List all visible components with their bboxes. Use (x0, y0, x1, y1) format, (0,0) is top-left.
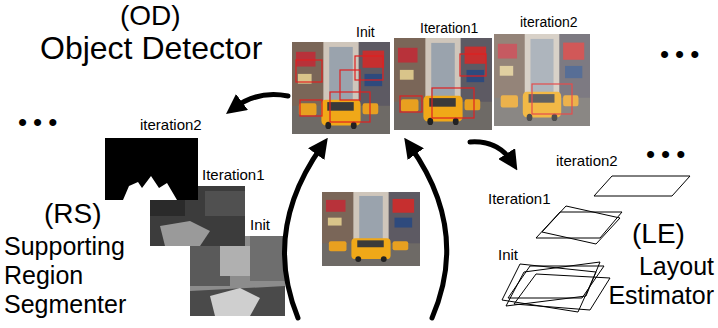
detector-photo (292, 42, 390, 134)
iteration-label: Init (356, 24, 375, 40)
iteration-label: iteration2 (140, 116, 202, 133)
flow-arrow (234, 95, 512, 319)
input-photo (322, 192, 420, 266)
module-name: Supporting Region Segmenter (4, 232, 136, 319)
iteration-label: Iteration1 (202, 166, 265, 183)
module-name: Layout Estimator (594, 252, 714, 310)
module-tag: (OD) (120, 0, 181, 32)
iteration-label: iteration2 (520, 14, 578, 30)
detector-photo (394, 38, 492, 130)
ellipsis: ••• (18, 108, 63, 138)
iteration-label: Init (250, 216, 270, 233)
iteration-label: Init (498, 246, 518, 263)
iteration-label: Iteration1 (420, 20, 478, 36)
ellipsis: ••• (646, 140, 691, 170)
segmentation-map (105, 138, 198, 200)
detector-photo (494, 34, 590, 126)
module-name: Object Detector (40, 30, 262, 67)
module-tag: (RS) (44, 198, 102, 230)
iteration-label: iteration2 (556, 152, 618, 169)
ellipsis: ••• (660, 40, 705, 70)
iteration-label: Iteration1 (488, 190, 551, 207)
segmentation-map (190, 236, 285, 316)
module-tag: (LE) (632, 218, 685, 250)
